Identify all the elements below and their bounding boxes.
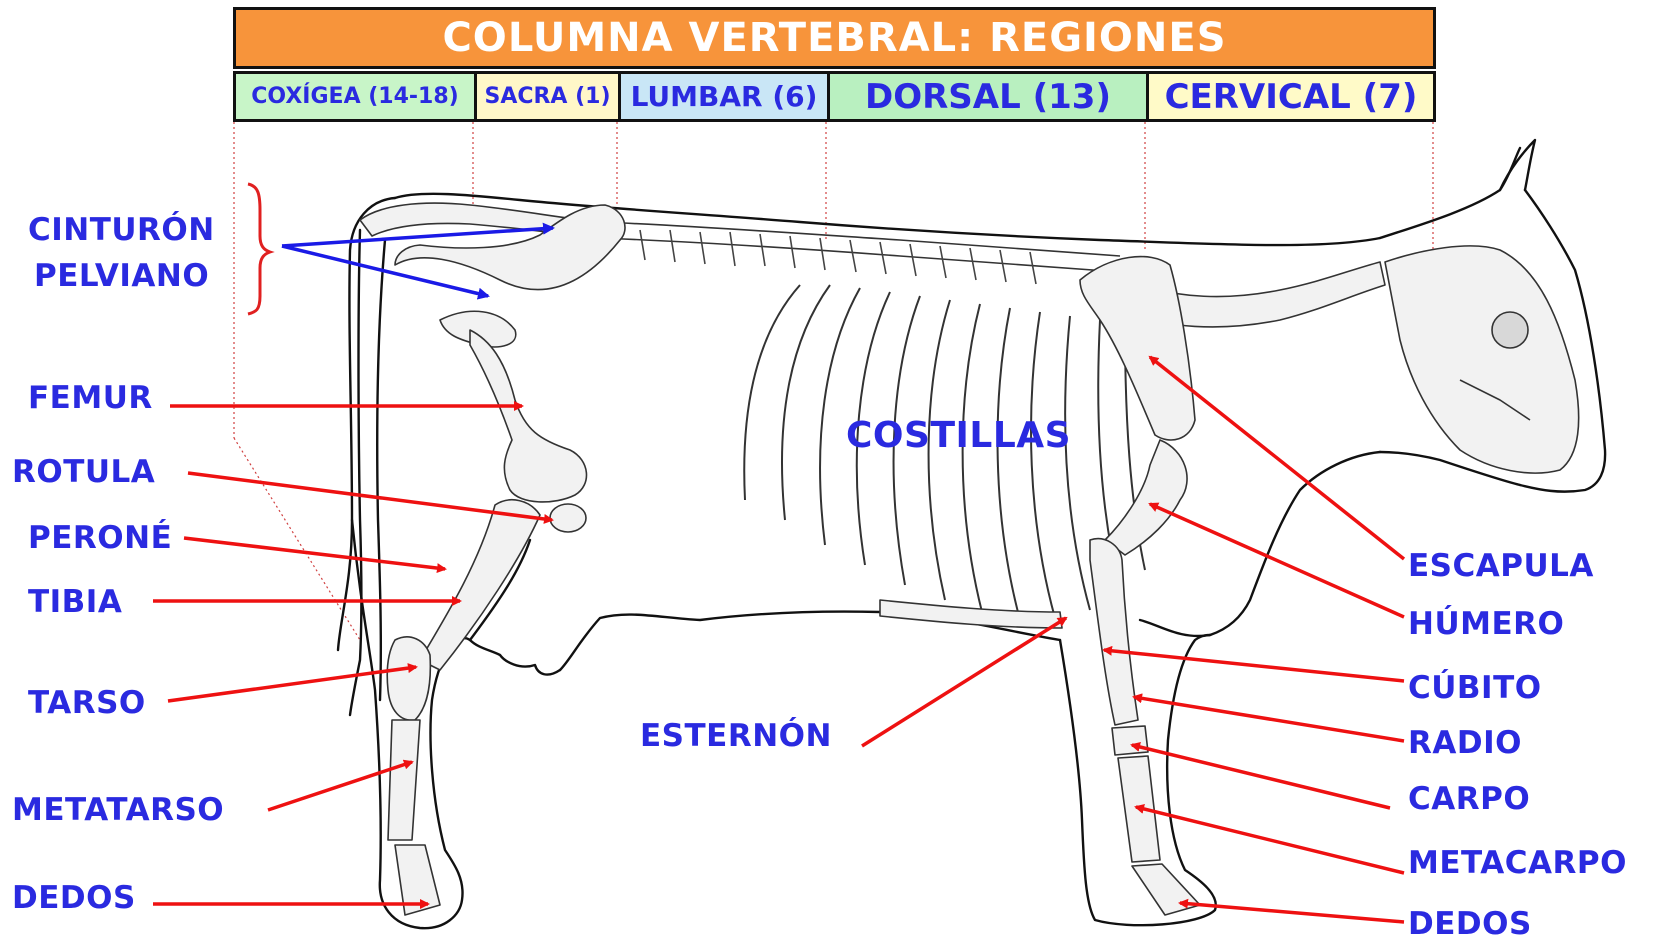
label-femur: FEMUR — [28, 380, 153, 416]
arrow-esternon — [862, 618, 1066, 746]
label-rotula: ROTULA — [12, 454, 155, 490]
label-cinturon: CINTURÓN — [28, 212, 215, 248]
label-carpo: CARPO — [1408, 781, 1530, 817]
arrow-cubito — [1104, 650, 1404, 681]
label-perone: PERONÉ — [28, 520, 172, 556]
arrow-metacarpo — [1136, 807, 1404, 873]
label-dedos-fore: DEDOS — [1408, 906, 1532, 942]
spine-regions-bar: COXÍGEA (14-18) SACRA (1) LUMBAR (6) DOR… — [233, 71, 1436, 122]
title-bar: COLUMNA VERTEBRAL: REGIONES — [233, 7, 1436, 69]
label-radio: RADIO — [1408, 725, 1522, 761]
region-lumbar: LUMBAR (6) — [621, 74, 830, 119]
label-esternon: ESTERNÓN — [640, 718, 832, 754]
label-dedos-hind: DEDOS — [12, 880, 136, 916]
label-cubito: CÚBITO — [1408, 670, 1542, 706]
label-escapula: ESCAPULA — [1408, 548, 1594, 584]
arrow-carpo — [1132, 745, 1390, 808]
arrow-radio — [1134, 697, 1404, 741]
label-tarso: TARSO — [28, 685, 146, 721]
region-guide-lines — [234, 122, 1433, 640]
region-coxigea: COXÍGEA (14-18) — [236, 74, 477, 119]
arrow-tarso — [168, 667, 416, 701]
arrow-escapula — [1150, 357, 1404, 559]
pelvis-brace — [248, 184, 270, 314]
region-dorsal: DORSAL (13) — [830, 74, 1149, 119]
label-humero: HÚMERO — [1408, 606, 1564, 642]
label-arrows — [153, 357, 1404, 922]
region-sacra: SACRA (1) — [477, 74, 621, 119]
label-metacarpo: METACARPO — [1408, 845, 1627, 881]
label-pelviano: PELVIANO — [34, 258, 209, 294]
skeleton-bones — [360, 203, 1579, 915]
region-cervical: CERVICAL (7) — [1149, 74, 1433, 119]
label-costillas: COSTILLAS — [846, 418, 1071, 454]
label-metatarso: METATARSO — [12, 792, 224, 828]
arrow-perone — [184, 538, 445, 569]
arrow-humero — [1150, 504, 1404, 617]
arrow-rotula — [188, 473, 552, 520]
label-tibia: TIBIA — [28, 584, 122, 620]
